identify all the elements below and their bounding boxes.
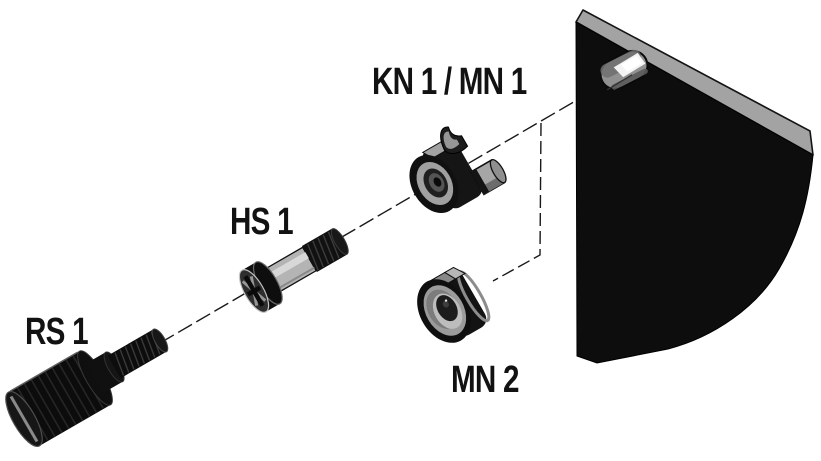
mn2-bore-hole	[442, 300, 449, 308]
thumbscrew-rs1	[5, 328, 169, 448]
round-nut-mn2	[417, 266, 491, 343]
rs1-knurl-texture	[16, 355, 104, 441]
label-rs1: RS 1	[25, 311, 89, 353]
slot-highlight-core	[621, 55, 642, 72]
label-kn1-mn1: KN 1 / MN 1	[372, 61, 527, 103]
rs1-thread-ribs	[114, 331, 161, 376]
label-hs1: HS 1	[230, 201, 294, 243]
hs1-shank-highlight	[262, 252, 309, 283]
rs1-shoulder	[86, 352, 123, 393]
hs1-thread-tip	[330, 228, 349, 255]
mn2-top-facet-right	[443, 266, 467, 280]
screw-hs1	[238, 228, 349, 313]
panel-face	[575, 21, 814, 364]
main-axis-line	[159, 88, 597, 344]
slot-lower-shadow	[611, 68, 648, 90]
kn1-stub-collar	[470, 168, 490, 195]
kn1-clip-inner-highlight	[443, 131, 460, 149]
kn1-stub-cap	[489, 159, 507, 184]
rs1-driver-slot	[9, 395, 39, 443]
mn2-leader-line	[492, 122, 542, 282]
mn2-bore-end	[436, 295, 458, 322]
slot-hole	[599, 49, 649, 91]
rs1-stud-tip	[151, 328, 169, 353]
hs1-thread-ribs	[306, 231, 340, 271]
kn1-bore-hole	[433, 177, 442, 187]
rs1-head-top-highlight	[9, 351, 79, 392]
mounting-panel	[575, 9, 814, 364]
slot-center-tick	[606, 74, 633, 91]
mn2-bore-speck	[444, 299, 448, 302]
label-mn2: MN 2	[451, 359, 519, 401]
rs1-threaded-stud	[107, 328, 168, 379]
collet-nut-kn1-mn1	[409, 126, 507, 214]
hs1-phillips-recess	[241, 275, 267, 307]
